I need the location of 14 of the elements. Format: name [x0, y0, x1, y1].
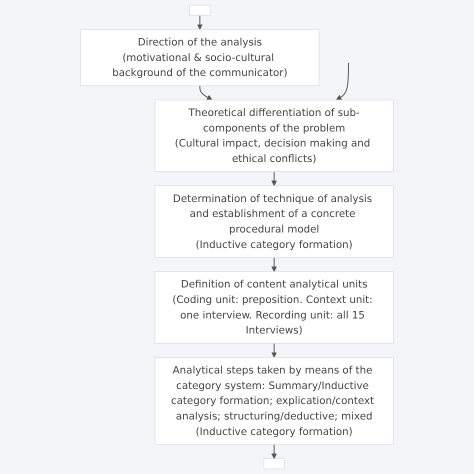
arrow [271, 257, 277, 272]
node-box: Direction of the analysis (motivational & socio-cultural background of the communicator) [80, 29, 320, 86]
node-box: Definition of content analytical units (Coding unit: preposition. Context unit: one interview. Recording unit: all 15 Interviews) [154, 271, 394, 344]
arrow [271, 342, 277, 358]
node-box: Theoretical differentiation of sub-components of the problem (Cultural impact, decision making and ethical conflicts) [154, 100, 394, 172]
arrow [271, 171, 277, 186]
node-box: Analytical steps taken by means of the category system: Summary/Inductive category formation; explication/context analysis; structuring/deductive; mixed (Inductive category formation) [154, 357, 394, 445]
node-box: Determination of technique of analysis and establishment of a concrete procedural model (Inductive category formation) [154, 185, 394, 258]
node-box [264, 458, 285, 470]
arrow [271, 444, 277, 459]
arrow [336, 62, 349, 100]
arrow [199, 85, 212, 100]
arrow [197, 14, 203, 30]
node-box [189, 4, 210, 16]
